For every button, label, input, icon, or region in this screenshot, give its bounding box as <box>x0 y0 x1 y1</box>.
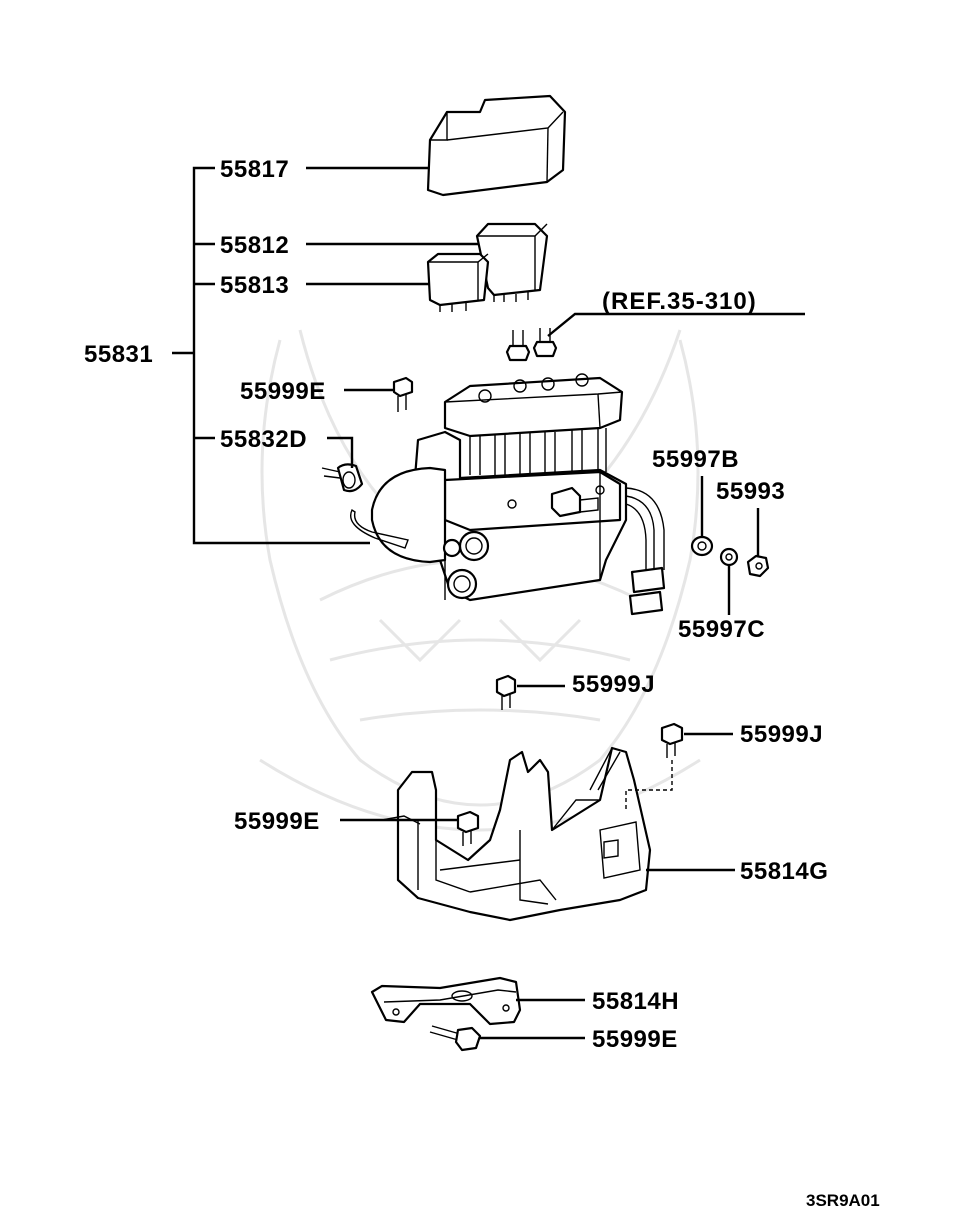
bolt-55999E-top-part <box>392 376 414 412</box>
washer-55997B-part <box>690 535 714 557</box>
leader-lines <box>172 166 805 1040</box>
washer-55997C-part <box>719 547 739 567</box>
small-relay-part <box>426 252 490 312</box>
large-relay-part <box>475 222 549 302</box>
nut-55993-part <box>746 554 770 578</box>
label-55831: 55831 <box>84 341 153 368</box>
label-55817: 55817 <box>220 156 289 183</box>
bolt-55999J-a-part <box>495 674 517 710</box>
label-55812: 55812 <box>220 232 289 259</box>
label-55999E-top: 55999E <box>240 378 326 405</box>
relay-cover-part <box>426 94 567 197</box>
label-55999J-a: 55999J <box>572 671 655 698</box>
label-55814H: 55814H <box>592 988 679 1015</box>
label-55814G: 55814G <box>740 858 828 885</box>
hydraulic-unit-part <box>350 373 666 616</box>
label-ref-35-310: (REF.35-310) <box>602 288 757 315</box>
label-55993: 55993 <box>716 478 785 505</box>
label-55997C: 55997C <box>678 616 765 643</box>
pipe-fittings-part <box>505 328 558 362</box>
label-55997B: 55997B <box>652 446 739 473</box>
bushing-55832D-part <box>321 463 364 493</box>
label-55813: 55813 <box>220 272 289 299</box>
bracket-55814G-part <box>381 746 652 922</box>
bolt-55999E-mid-part <box>456 810 480 846</box>
diagram-code: 3SR9A01 <box>806 1191 880 1210</box>
label-55832D: 55832D <box>220 426 307 453</box>
label-55999J-b: 55999J <box>740 721 823 748</box>
label-55999E-mid: 55999E <box>234 808 320 835</box>
bolt-55999E-bot-part <box>429 1025 482 1052</box>
bolt-55999J-b-part <box>660 722 684 758</box>
label-55999E-bot: 55999E <box>592 1026 678 1053</box>
bracket-55814H-part <box>370 976 522 1026</box>
